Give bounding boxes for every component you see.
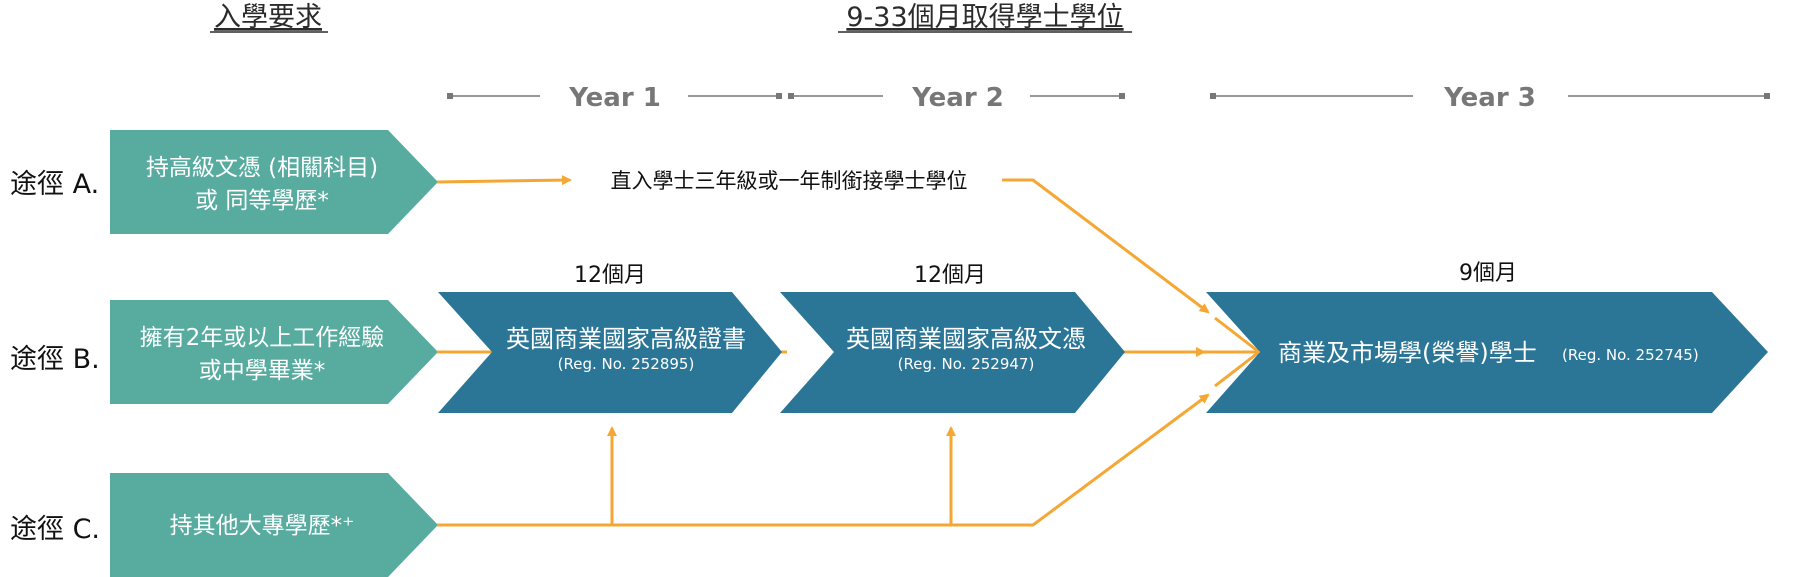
connector-arrows [436,175,1260,527]
direct-entry-arrow [1002,178,1210,314]
route-a-arrow [436,175,572,186]
entry-box-b-line1: 擁有2年或以上工作經驗 [140,325,385,351]
route-a-label: 途徑 A. [10,169,99,200]
programme-hnd-reg: (Reg. No. 252947) [898,355,1035,373]
duration-degree: 9個月 [1459,261,1517,286]
entry-box-a-line2: 或 同等學歷* [195,188,329,214]
route-b-label: 途徑 B. [10,344,100,375]
programme-hnc-reg: (Reg. No. 252895) [558,355,695,373]
entry-box-c-line1: 持其他大專學歷*⁺ [170,513,355,539]
entry-box-c [110,473,438,577]
programme-degree-title: 商業及市場學(榮譽)學士 [1278,339,1537,367]
programme-box-degree [1206,292,1768,413]
programme-box-hnc [438,292,782,413]
entry-box-a [110,130,438,234]
entry-requirements-heading: 入學要求 [214,2,322,33]
programme-degree-reg: (Reg. No. 252745) [1562,346,1699,364]
programme-hnc-title: 英國商業國家高級證書 [506,325,746,353]
timeline: Year 1 Year 2 Year 3 [447,83,1770,113]
programme-box-hnd [780,292,1125,413]
route-c-label: 途徑 C. [10,514,100,545]
duration-hnd: 12個月 [914,263,986,288]
duration-hnc: 12個月 [574,263,646,288]
year-2-label: Year 2 [911,83,1004,113]
year-3-label: Year 3 [1443,83,1536,113]
duration-heading: 9-33個月取得學士學位 [846,2,1123,33]
entry-box-a-line1: 持高級文憑 (相關科目) [146,155,378,181]
route-c-arrow [437,393,1210,527]
year-1-label: Year 1 [568,83,661,113]
entry-box-b-line2: 或中學畢業* [199,358,326,384]
entry-box-b [110,300,438,404]
direct-entry-text: 直入學士三年級或一年制銜接學士學位 [611,169,968,193]
programme-hnd-title: 英國商業國家高級文憑 [846,325,1086,353]
